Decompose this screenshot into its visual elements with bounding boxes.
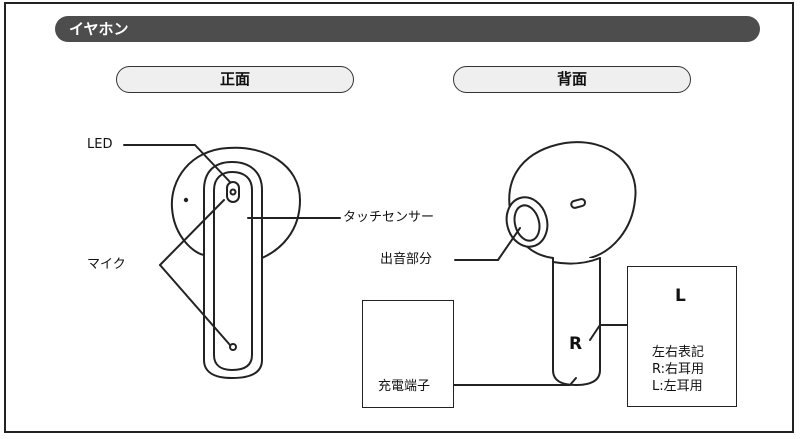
mic-leader-upper bbox=[159, 199, 225, 266]
diagram-frame bbox=[4, 2, 794, 433]
led-leader bbox=[123, 144, 231, 183]
legend-letter: L bbox=[675, 286, 686, 306]
charging-leader bbox=[451, 377, 577, 386]
earbud-side-mark: R bbox=[569, 334, 583, 354]
touch-sensor-label: タッチセンサー bbox=[343, 210, 435, 225]
charging-terminal-label: 充電端子 bbox=[378, 379, 431, 394]
led-label: LED bbox=[87, 137, 113, 152]
mic-leader-lower bbox=[159, 264, 231, 346]
back-view-label: 背面 bbox=[453, 66, 691, 93]
front-earbud bbox=[170, 146, 301, 379]
front-view-label: 正面 bbox=[116, 66, 354, 93]
legend-right: R:右耳用 bbox=[652, 362, 705, 377]
back-earbud bbox=[505, 141, 637, 386]
sound-outlet-leader bbox=[454, 227, 521, 261]
lr-marking-box bbox=[627, 266, 737, 407]
sound-outlet-label: 出音部分 bbox=[380, 252, 433, 267]
mic-label: マイク bbox=[87, 257, 126, 272]
section-title: イヤホン bbox=[55, 16, 760, 42]
legend-title: 左右表記 bbox=[652, 345, 705, 360]
charging-terminal-box bbox=[362, 300, 454, 408]
side-mark-leader bbox=[589, 324, 629, 341]
legend-left: L:左耳用 bbox=[652, 379, 703, 394]
